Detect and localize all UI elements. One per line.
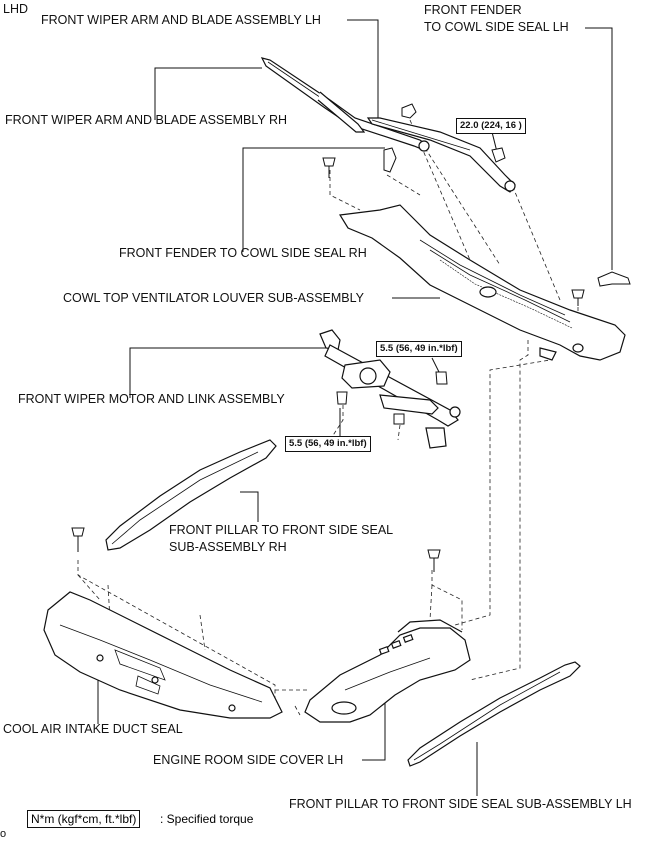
torque-motor-lower: 5.5 (56, 49 in.*lbf): [285, 436, 371, 452]
leader-wiper-rh: [154, 67, 262, 120]
label-pillar-rh-line2: SUB-ASSEMBLY RH: [169, 540, 287, 554]
side-cover-drawing: [304, 619, 471, 723]
label-pillar-rh-line1: FRONT PILLAR TO FRONT SIDE SEAL: [169, 523, 394, 537]
motor-drawing: [319, 329, 461, 449]
label-fender-rh: FRONT FENDER TO COWL SIDE SEAL RH: [119, 246, 367, 260]
legend-unit-box: N*m (kgf*cm, ft.*lbf): [27, 810, 141, 828]
torque-motor-upper: 5.5 (56, 49 in.*lbf): [376, 341, 462, 357]
label-fender-lh-line1: FRONT FENDER: [424, 3, 522, 17]
pillar-lh-drawing: [407, 661, 581, 767]
fender-seal-rh-drawing: [383, 147, 397, 173]
leader-fender-lh: [585, 27, 613, 270]
louver-drawing: [339, 204, 626, 361]
wiper-lh-drawing: [366, 117, 516, 193]
label-motor: FRONT WIPER MOTOR AND LINK ASSEMBLY: [18, 392, 285, 406]
legend-description: : Specified torque: [160, 812, 254, 826]
lhd-label: LHD: [3, 2, 29, 16]
leader-pillar-rh: [240, 491, 259, 522]
leader-wiper-lh: [347, 19, 381, 121]
label-duct-seal: COOL AIR INTAKE DUCT SEAL: [3, 722, 183, 736]
footer-mark: o: [0, 828, 7, 840]
label-wiper-rh: FRONT WIPER ARM AND BLADE ASSEMBLY RH: [5, 113, 288, 127]
leader-side-cover: [362, 690, 386, 761]
fender-seal-lh-drawing: [597, 271, 631, 287]
torque-wiper-nut: 22.0 (224, 16 ): [456, 118, 526, 134]
leader-fender-rh: [242, 147, 385, 252]
wiper-rh-drawing: [260, 57, 430, 152]
label-pillar-lh: FRONT PILLAR TO FRONT SIDE SEAL SUB-ASSE…: [289, 797, 632, 811]
label-louver: COWL TOP VENTILATOR LOUVER SUB-ASSEMBLY: [63, 291, 365, 305]
label-fender-lh-line2: TO COWL SIDE SEAL LH: [424, 20, 569, 34]
pillar-rh-drawing: [105, 439, 277, 551]
label-side-cover: ENGINE ROOM SIDE COVER LH: [153, 753, 344, 767]
label-wiper-lh: FRONT WIPER ARM AND BLADE ASSEMBLY LH: [41, 13, 321, 27]
leader-torque-motor-up: [431, 357, 441, 375]
duct-seal-drawing: [43, 591, 283, 719]
fasteners: [71, 103, 585, 572]
leader-motor: [129, 347, 330, 398]
